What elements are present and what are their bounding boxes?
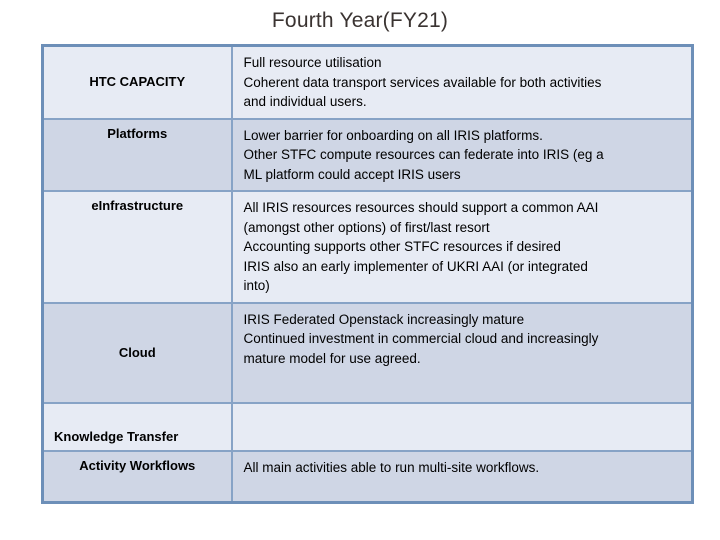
table-row: Platforms Lower barrier for onboarding o…	[41, 117, 694, 192]
row-content-cell: Lower barrier for onboarding on all IRIS…	[230, 117, 694, 192]
row-label-cell-htc-capacity: HTC CAPACITY	[41, 44, 233, 120]
row-label: Activity Workflows	[79, 457, 196, 473]
row-content-cell	[230, 401, 694, 452]
row-label-cell-einfrastructure: eInfrastructure	[41, 190, 233, 304]
row-content: All main activities able to run multi-si…	[243, 459, 540, 475]
row-content-cell: Full resource utilisation Coherent data …	[230, 44, 694, 120]
row-label-cell-cloud: Cloud	[41, 301, 233, 404]
row-content-cell: IRIS Federated Openstack increasingly ma…	[230, 301, 694, 404]
row-label: Platforms	[107, 125, 168, 141]
table-row: Cloud IRIS Federated Openstack increasin…	[41, 301, 694, 404]
row-label: eInfrastructure	[91, 198, 184, 213]
table-row: Activity Workflows All main activities a…	[41, 449, 694, 504]
row-content: All IRIS resources resources should supp…	[243, 200, 599, 293]
slide-title: Fourth Year(FY21)	[271, 9, 449, 32]
row-label-cell-platforms: Platforms	[41, 117, 233, 192]
row-content-cell: All main activities able to run multi-si…	[230, 449, 694, 504]
row-content: Full resource utilisation Coherent data …	[243, 55, 602, 109]
row-label: Knowledge Transfer	[54, 428, 179, 444]
row-content-cell: All IRIS resources resources should supp…	[230, 190, 694, 304]
row-content: Lower barrier for onboarding on all IRIS…	[243, 127, 604, 182]
row-content: IRIS Federated Openstack increasingly ma…	[243, 311, 599, 366]
row-label: Cloud	[118, 344, 156, 360]
table-row: Knowledge Transfer	[41, 401, 694, 452]
row-label-cell-activity-workflows: Activity Workflows	[41, 449, 233, 504]
row-label-cell-knowledge-transfer: Knowledge Transfer	[41, 401, 233, 452]
roadmap-table: HTC CAPACITY Full resource utilisation C…	[41, 44, 694, 504]
table-row: eInfrastructure All IRIS resources resou…	[41, 190, 694, 304]
table-row: HTC CAPACITY Full resource utilisation C…	[41, 44, 694, 120]
row-label: HTC CAPACITY	[89, 74, 186, 90]
